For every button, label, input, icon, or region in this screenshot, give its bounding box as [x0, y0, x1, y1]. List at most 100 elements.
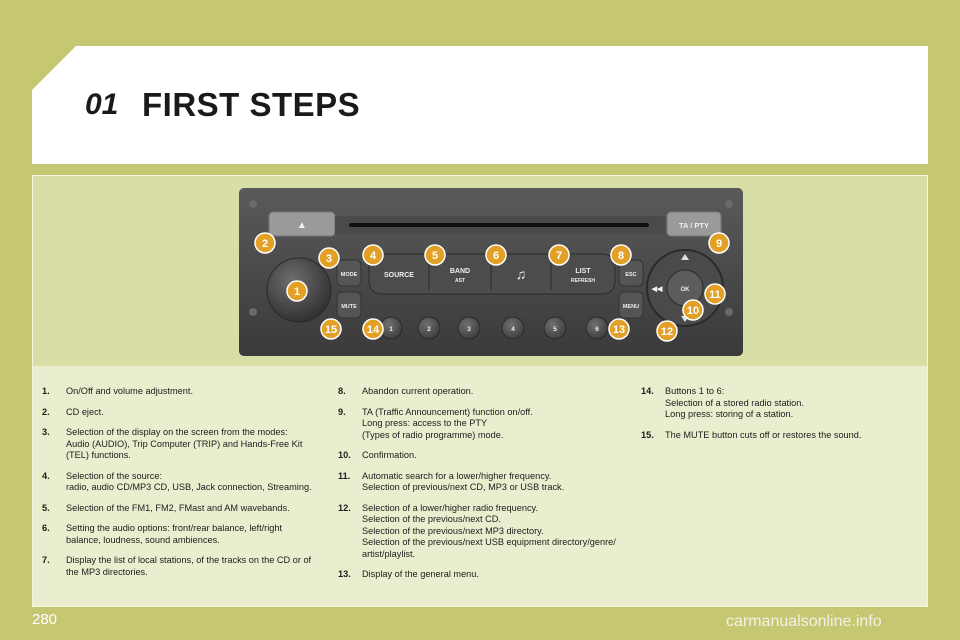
- screw: [725, 308, 733, 316]
- callout-number: 3: [326, 253, 332, 265]
- item-number: 3.: [42, 427, 50, 437]
- preset-button-4: [501, 316, 525, 340]
- band-sub-label: AST: [455, 278, 465, 284]
- item-number: 13.: [338, 569, 351, 579]
- preset-label: 2: [427, 326, 431, 333]
- callout-badge-14: [362, 318, 384, 340]
- item-text: Abandon current operation.: [362, 386, 474, 396]
- preset-buttons: 1 2 3 4 5 6: [379, 316, 609, 340]
- item-text: The MUTE button cuts off or restores the…: [665, 429, 862, 440]
- callout-badge-1: [286, 280, 308, 302]
- legend-item: 4.Selection of the source: radio, audio …: [42, 471, 327, 494]
- preset-label: 6: [595, 326, 599, 333]
- item-text: Selection of the FM1, FM2, FMast and AM …: [66, 502, 290, 513]
- legend-item: 10.Confirmation.: [338, 450, 628, 462]
- callout-number: 10: [687, 305, 699, 317]
- callout-badge-2: [254, 232, 276, 254]
- legend-item: 1. On/Off and volume adjustment.: [42, 386, 327, 398]
- legend-item: 2. CD eject.: [42, 407, 327, 419]
- item-number: 1.: [42, 386, 50, 396]
- list-sub-label: REFRESH: [571, 278, 595, 284]
- legend-item: 14. Buttons 1 to 6: Selection of a stored…: [641, 386, 911, 421]
- preset-label: 3: [467, 326, 471, 333]
- preset-label: 1: [389, 326, 393, 333]
- content-panel: ▲ TA / PTY MODE MUTE SOURCE BAND AST ♫ L…: [32, 175, 928, 607]
- callout-badge-3: [318, 247, 340, 269]
- item-text: Display of the general menu.: [362, 569, 479, 579]
- item-number: 8.: [338, 386, 346, 396]
- watermark: carmanualsonline.info: [726, 613, 882, 630]
- callout-number: 13: [613, 324, 625, 336]
- source-label: SOURCE: [384, 272, 414, 279]
- item-number: 7.: [42, 555, 50, 565]
- callout-badge-8: [610, 244, 632, 266]
- preset-button-2: [417, 316, 441, 340]
- item-number: 4.: [42, 470, 50, 481]
- item-text: Display the list of local stations, of t…: [66, 555, 312, 577]
- callout-number: 5: [432, 250, 438, 262]
- legend-column-2: 8. Abandon current operation. 9. TA (Traff…: [338, 386, 628, 590]
- item-text: Setting the audio options: front/rear ba…: [66, 523, 283, 545]
- callout-number: 12: [661, 326, 673, 338]
- item-number: 6.: [42, 523, 50, 533]
- legend-item: 3.Selection of the display on the screen…: [42, 427, 327, 462]
- item-text: On/Off and volume adjustment.: [66, 386, 193, 396]
- item-number: 15.: [641, 429, 654, 440]
- page-title: FIRST STEPS: [142, 86, 361, 123]
- callout-number: 14: [367, 324, 380, 336]
- header-banner: [32, 46, 928, 164]
- callout-number: 2: [262, 238, 268, 250]
- legend-item: 6. Setting the audio options: front/rear …: [42, 523, 327, 546]
- item-number: 14.: [641, 386, 654, 396]
- mute-button: [336, 291, 362, 319]
- legend-item: 11.Automatic search for a lower/higher f…: [338, 471, 628, 494]
- callout-number: 8: [618, 250, 624, 262]
- rewind-icon: ◀◀: [651, 286, 663, 293]
- legend-item: 15. The MUTE button cuts off or restores …: [641, 430, 911, 442]
- legend-item: 7. Display the list of local stations, of…: [42, 555, 327, 578]
- preset-label: 5: [553, 326, 557, 333]
- item-number: 2.: [42, 406, 50, 417]
- preset-button-6: [585, 316, 609, 340]
- preset-label: 4: [511, 326, 515, 333]
- legend-item: 9. TA (Traffic Announcement) function on/…: [338, 407, 628, 442]
- callout-badge-5: [424, 244, 446, 266]
- chapter-number: 01: [85, 88, 119, 121]
- legend-item: 8. Abandon current operation.: [338, 386, 628, 398]
- item-number: 10.: [338, 450, 351, 460]
- callout-number: 4: [370, 250, 377, 262]
- list-label: LIST: [575, 268, 591, 275]
- callout-badge-11: [704, 283, 726, 305]
- ta-pty-button: [666, 211, 722, 237]
- callout-number: 1: [294, 286, 300, 298]
- item-number: 9.: [338, 406, 346, 417]
- legend-column-1: 1. On/Off and volume adjustment. 2. CD eje…: [42, 386, 327, 587]
- item-text: Automatic search for a lower/higher freq…: [362, 470, 565, 493]
- esc-button: [618, 259, 644, 287]
- item-text: CD eject.: [66, 406, 104, 417]
- preset-button-3: [457, 316, 481, 340]
- callout-number: 6: [493, 250, 499, 262]
- mode-button: [336, 259, 362, 287]
- page-number: 280: [32, 611, 58, 628]
- item-text: TA (Traffic Announcement) function on/of…: [362, 406, 533, 440]
- callout-badge-9: [708, 232, 730, 254]
- screw: [249, 200, 257, 208]
- legend-item: 12.Selection of a lower/higher radio fre…: [338, 503, 628, 561]
- callout-badge-4: [362, 244, 384, 266]
- item-text: Buttons 1 to 6: Selection of a stored ra…: [665, 386, 804, 419]
- callout-number: 7: [556, 250, 562, 262]
- esc-label: ESC: [625, 272, 636, 278]
- preset-button-5: [543, 316, 567, 340]
- up-arrow-icon: [681, 254, 689, 260]
- menu-button: [618, 291, 644, 319]
- callout-badge-6: [485, 244, 507, 266]
- callout-number: 15: [325, 324, 337, 336]
- callout-number: 11: [709, 289, 721, 301]
- item-number: 12.: [338, 502, 351, 513]
- ta-pty-label: TA / PTY: [679, 221, 709, 230]
- item-number: 5.: [42, 502, 50, 513]
- eject-icon: ▲: [297, 220, 307, 231]
- ok-label: OK: [681, 287, 691, 293]
- callout-badge-12: [656, 320, 678, 342]
